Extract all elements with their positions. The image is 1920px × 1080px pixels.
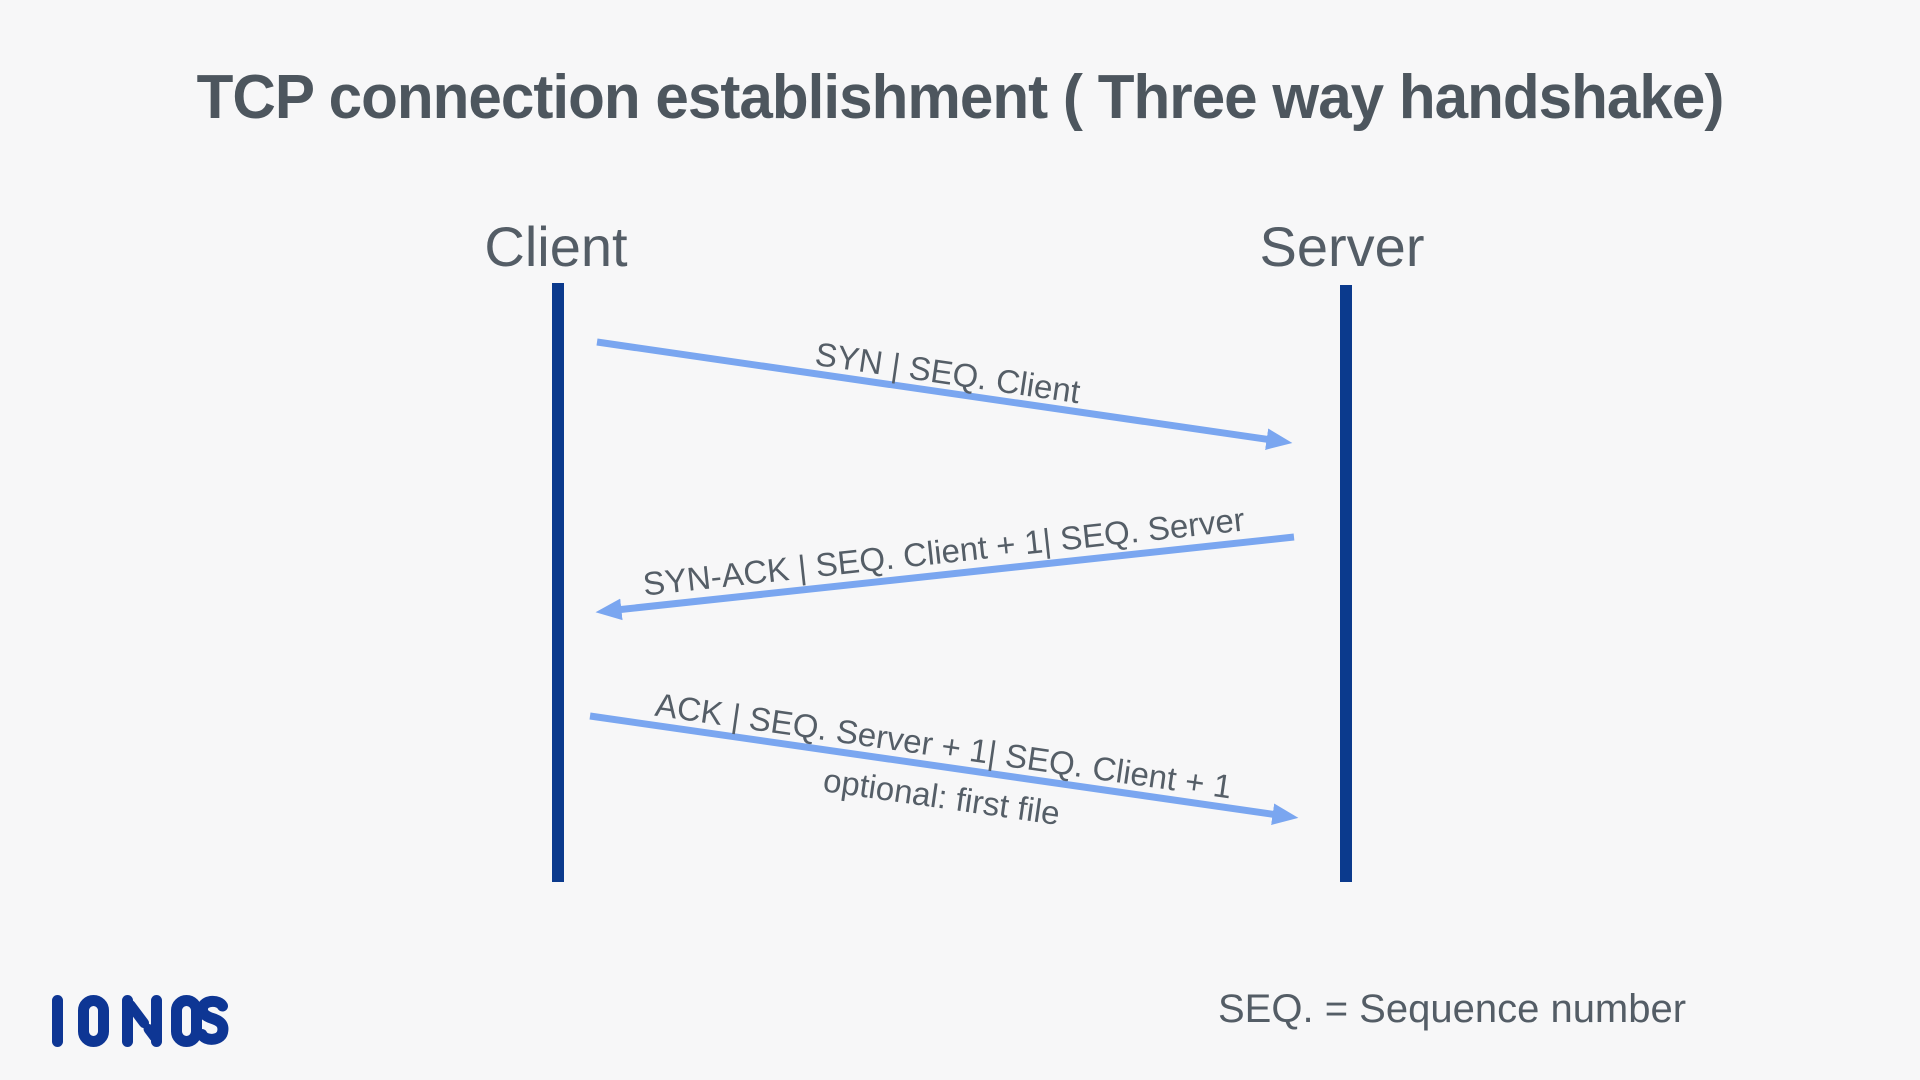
ack-arrow <box>589 712 1299 825</box>
logo-letter-o2 <box>171 995 202 1047</box>
logo-letter-n-diag1 <box>125 1000 149 1028</box>
actor-label-server: Server <box>1260 215 1425 278</box>
actor-label-client: Client <box>484 215 628 278</box>
logo-letter-s <box>196 995 229 1045</box>
ionos-logo <box>52 995 229 1047</box>
logo-letter-o1 <box>78 995 109 1047</box>
syn-ack-arrow <box>595 533 1295 621</box>
legend-text: SEQ. = Sequence number <box>1218 987 1686 1031</box>
logo-letter-n-diag2 <box>143 1024 160 1042</box>
client-lifeline <box>552 283 564 882</box>
page-title: TCP connection establishment ( Three way… <box>196 63 1725 132</box>
syn-arrow <box>596 338 1293 450</box>
server-lifeline <box>1340 285 1352 882</box>
syn-arrow-label: SYN | SEQ. Client <box>813 335 1083 410</box>
